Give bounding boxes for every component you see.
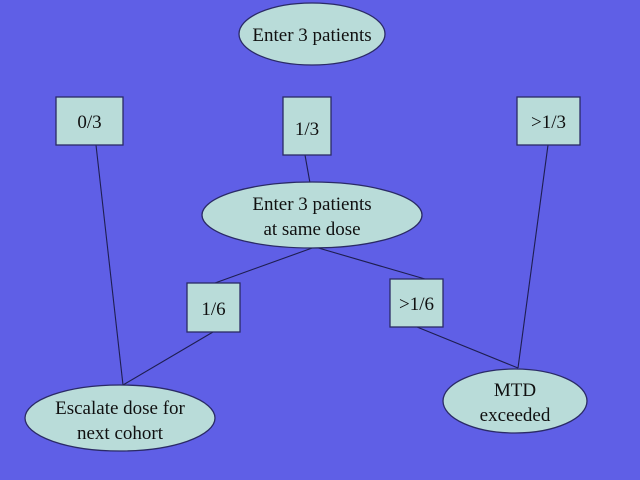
- escalate-line2: next cohort: [77, 423, 164, 444]
- edge-same-dose-to-1of6: [214, 246, 316, 284]
- outcome-box-0of3: 0/3: [55, 96, 124, 146]
- mtd-line2: exceeded: [480, 405, 551, 426]
- mtd-line1: MTD: [494, 380, 536, 401]
- same-dose-node: Enter 3 patients at same dose: [201, 181, 423, 249]
- outcome-box-gt1of6: >1/6: [389, 278, 444, 328]
- escalate-node: Escalate dose for next cohort: [24, 384, 216, 452]
- outcome-label: >1/6: [399, 294, 434, 315]
- outcome-box-gt1of3: >1/3: [516, 96, 581, 146]
- same-dose-line1: Enter 3 patients: [252, 194, 371, 215]
- outcome-box-1of6: 1/6: [186, 282, 241, 333]
- same-dose-line2: at same dose: [263, 219, 360, 240]
- mtd-node: MTD exceeded: [442, 368, 588, 434]
- start-label: Enter 3 patients: [252, 25, 371, 46]
- start-node: Enter 3 patients: [238, 2, 386, 66]
- edge-1of3-to-same-dose: [304, 154, 311, 184]
- edge-gt1of3-to-mtd: [517, 144, 549, 369]
- escalate-line1: Escalate dose for: [55, 398, 185, 419]
- outcome-label: 0/3: [77, 112, 101, 133]
- outcome-box-1of3: 1/3: [282, 96, 332, 156]
- edge-gt1of6-to-mtd: [416, 326, 519, 369]
- outcome-label: 1/6: [201, 299, 225, 320]
- edge-1of6-to-escalate: [122, 331, 214, 386]
- outcome-label: 1/3: [295, 119, 319, 140]
- outcome-label: >1/3: [531, 112, 566, 133]
- edge-same-dose-to-gt1of6: [314, 246, 426, 280]
- edge-0of3-to-escalate: [95, 144, 124, 386]
